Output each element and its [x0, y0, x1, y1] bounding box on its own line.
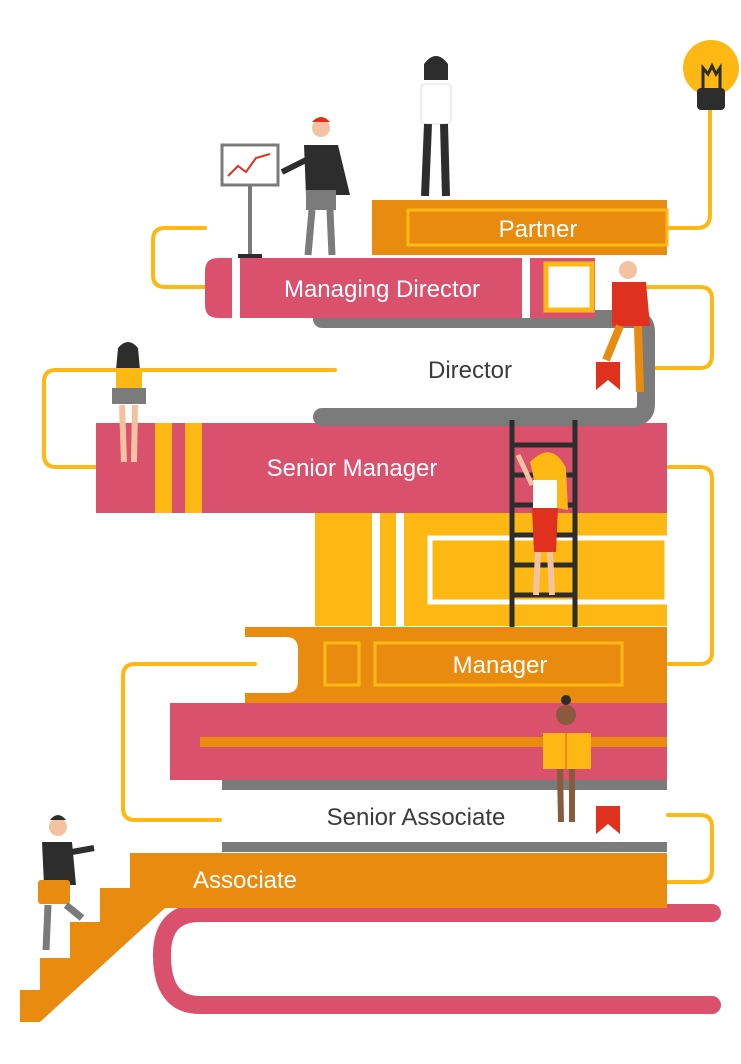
- light-bulb-icon: [683, 40, 739, 110]
- managing-director-stripe-1: [232, 258, 240, 318]
- yellow-book-stripe-2: [396, 513, 404, 626]
- bookmark-icon-senior-associate: [596, 806, 620, 834]
- person-stepping-up: [602, 261, 650, 393]
- director-label: Director: [428, 357, 512, 384]
- senior-associate-book-bottom: [222, 842, 667, 852]
- yellow-book-stripe-1: [372, 513, 380, 626]
- bottom-curved-book: [152, 904, 721, 1014]
- connector-lines: [42, 108, 714, 884]
- partner-label-box: [406, 208, 669, 247]
- yellow-upright-book: [315, 513, 667, 626]
- manager-book-label-box: [373, 641, 624, 687]
- person-with-laptop: [112, 342, 146, 463]
- senior-manager-stripe-1: [155, 423, 172, 513]
- senior-manager-label: Senior Manager: [267, 455, 438, 482]
- associate-label: Associate: [193, 867, 297, 894]
- managing-director-end-box: [543, 261, 595, 313]
- associate-book: [145, 853, 667, 908]
- pink-book-lower-stripe: [200, 737, 667, 747]
- person-reading: [543, 695, 591, 823]
- staircase: [0, 853, 165, 1022]
- senior-associate-label: Senior Associate: [327, 804, 506, 831]
- person-on-ladder: [515, 452, 568, 596]
- easel-chart-icon: [220, 143, 280, 258]
- manager-label: Manager: [453, 652, 548, 679]
- person-climbing-stairs: [38, 815, 95, 951]
- managing-director-label: Managing Director: [284, 276, 480, 303]
- partner-label: Partner: [499, 216, 578, 243]
- managing-director-book: [205, 258, 595, 318]
- managing-director-stripe-2: [522, 258, 530, 318]
- manager-book-inner-box: [323, 641, 361, 687]
- person-celebrating: [403, 56, 469, 197]
- senior-associate-book-top: [222, 780, 667, 790]
- senior-manager-stripe-2: [185, 423, 202, 513]
- person-presenter: [280, 117, 350, 256]
- bookmark-icon-director: [596, 362, 620, 390]
